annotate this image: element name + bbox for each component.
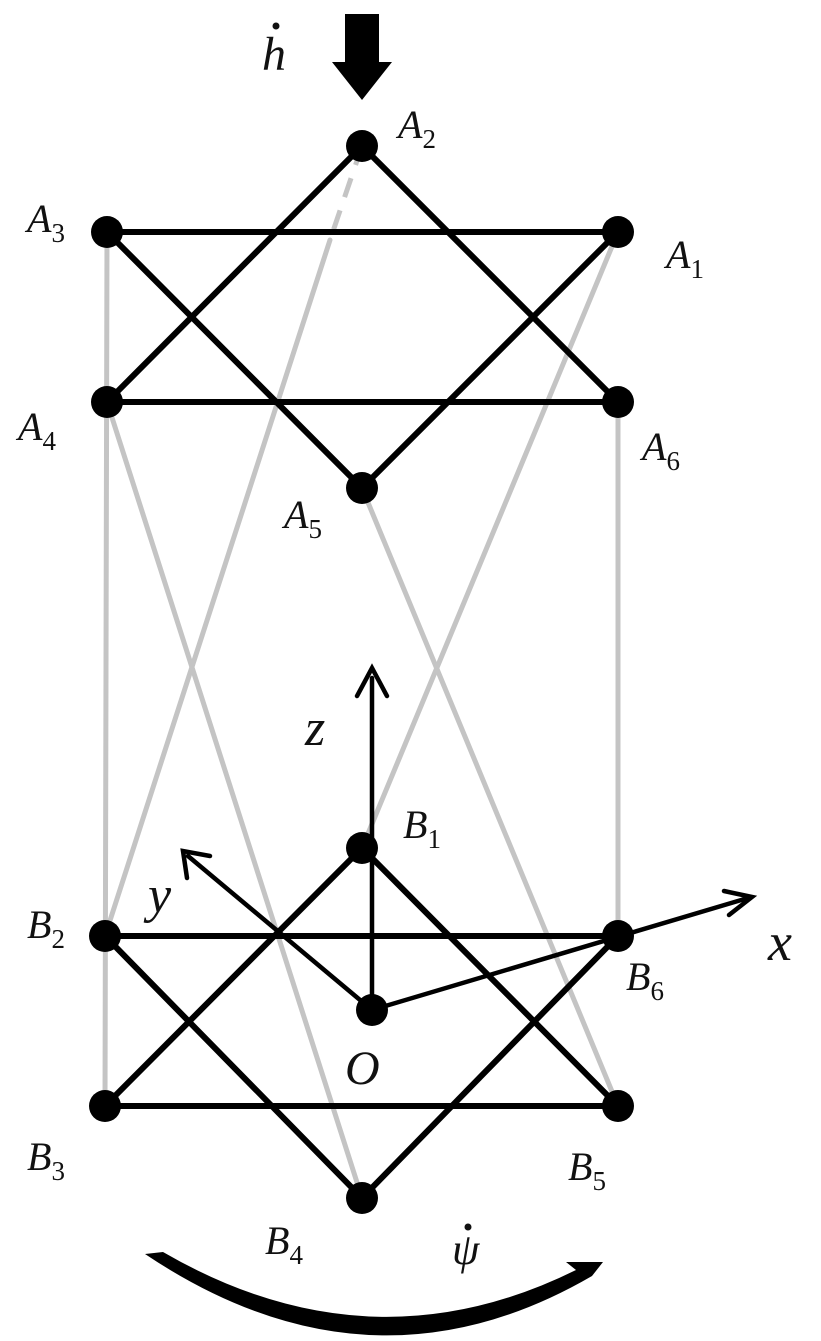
edge-B1-B3 [102,845,365,1109]
h-dot-letter: h [262,28,286,81]
label-B5: B5 [568,1144,606,1196]
leg-A2-B2-hidden-segment [327,145,365,241]
h-dot-label: h [262,22,286,81]
upper-platform-nodes [91,130,634,504]
edge-B6-B4 [359,933,621,1201]
y-axis-label: y [143,867,172,924]
node-B2 [89,920,121,952]
label-B1: B1 [403,802,441,854]
lower-platform-nodes [89,832,634,1214]
lower-platform-edges [102,845,621,1201]
leg-A5-B5 [359,485,621,1109]
y-axis-arrowhead [180,848,213,881]
label-B3: B3 [27,1134,65,1186]
rotation-arrow [145,1252,603,1336]
psi-dot-letter: ψ [452,1225,480,1274]
node-A2 [346,130,378,162]
label-A4: A4 [15,404,56,456]
label-A5: A5 [281,492,322,544]
coordinate-axes [180,663,758,1013]
leg-A2-B2 [102,237,333,939]
leg-A4-B4 [104,399,365,1201]
psi-dot-label: ψ [452,1223,480,1274]
edge-B2-B4 [102,933,365,1201]
node-A5 [346,472,378,504]
node-B3 [89,1090,121,1122]
node-B6 [602,920,634,952]
origin-label: O [345,1042,380,1095]
legs [102,145,621,1201]
z-axis-label: z [304,700,325,757]
node-B4 [346,1182,378,1214]
down-arrow-icon [332,14,392,100]
rotation-arc [145,1252,603,1336]
label-B4: B4 [265,1218,303,1270]
vertical-velocity-arrow [332,14,392,100]
x-axis [369,895,751,1013]
label-B2: B2 [27,902,65,954]
node-A3 [91,216,123,248]
h-dot-overdot [272,22,280,30]
edge-A2-A6 [359,143,621,405]
origin-node [356,994,388,1026]
node-B5 [602,1090,634,1122]
leg-A1-B1 [359,229,621,851]
node-A6 [602,386,634,418]
y-axis [185,853,375,1013]
label-A3: A3 [24,196,65,248]
label-A2: A2 [395,102,436,154]
node-A1 [602,216,634,248]
edge-A2-A4 [104,143,365,405]
edge-A1-A5 [359,229,621,491]
x-axis-arrowhead [721,888,758,918]
label-A6: A6 [639,424,680,476]
edge-A3-A5 [104,229,365,491]
leg-A3-B3 [102,229,110,1109]
label-B6: B6 [626,954,664,1006]
node-B1 [346,832,378,864]
node-A4 [91,386,123,418]
upper-platform-edges [104,143,621,491]
z-axis-arrowhead [354,663,390,699]
x-axis-label: x [767,912,792,972]
label-A1: A1 [663,232,704,284]
psi-dot-overdot [464,1223,472,1231]
